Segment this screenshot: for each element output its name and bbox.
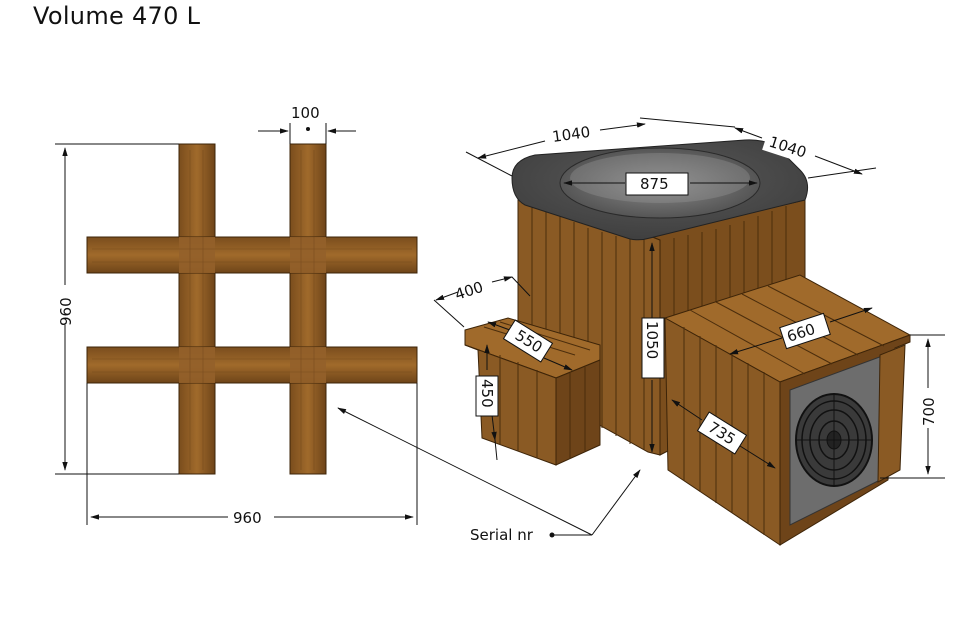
plan-width-label: 960 (233, 509, 262, 527)
heater-box-height-label: 700 (920, 397, 938, 426)
plan-beam-horizontal-bottom (86, 346, 418, 384)
tub-height-label: 1050 (643, 321, 661, 359)
product-view: 1040 1040 875 1050 400 550 450 660 735 7… (337, 117, 945, 546)
tub-inner-diameter-label: 875 (640, 175, 669, 193)
tub-width-left-label: 1040 (551, 123, 591, 146)
heater-box (663, 274, 912, 546)
plan-height-label: 960 (57, 297, 75, 326)
step-height-label: 450 (478, 379, 496, 408)
step-depth-label: 400 (453, 278, 486, 304)
serial-number-label: Serial nr (470, 526, 534, 544)
plan-beam-vertical-left (178, 143, 216, 475)
plan-beam-horizontal-top (86, 236, 418, 274)
plan-beam-vertical-right (289, 143, 327, 475)
title: Volume 470 L (33, 2, 201, 30)
plan-beam-width-label: 100 (291, 104, 320, 122)
plan-view: 960 960 100 (52, 104, 418, 527)
fan-icon (795, 393, 873, 487)
